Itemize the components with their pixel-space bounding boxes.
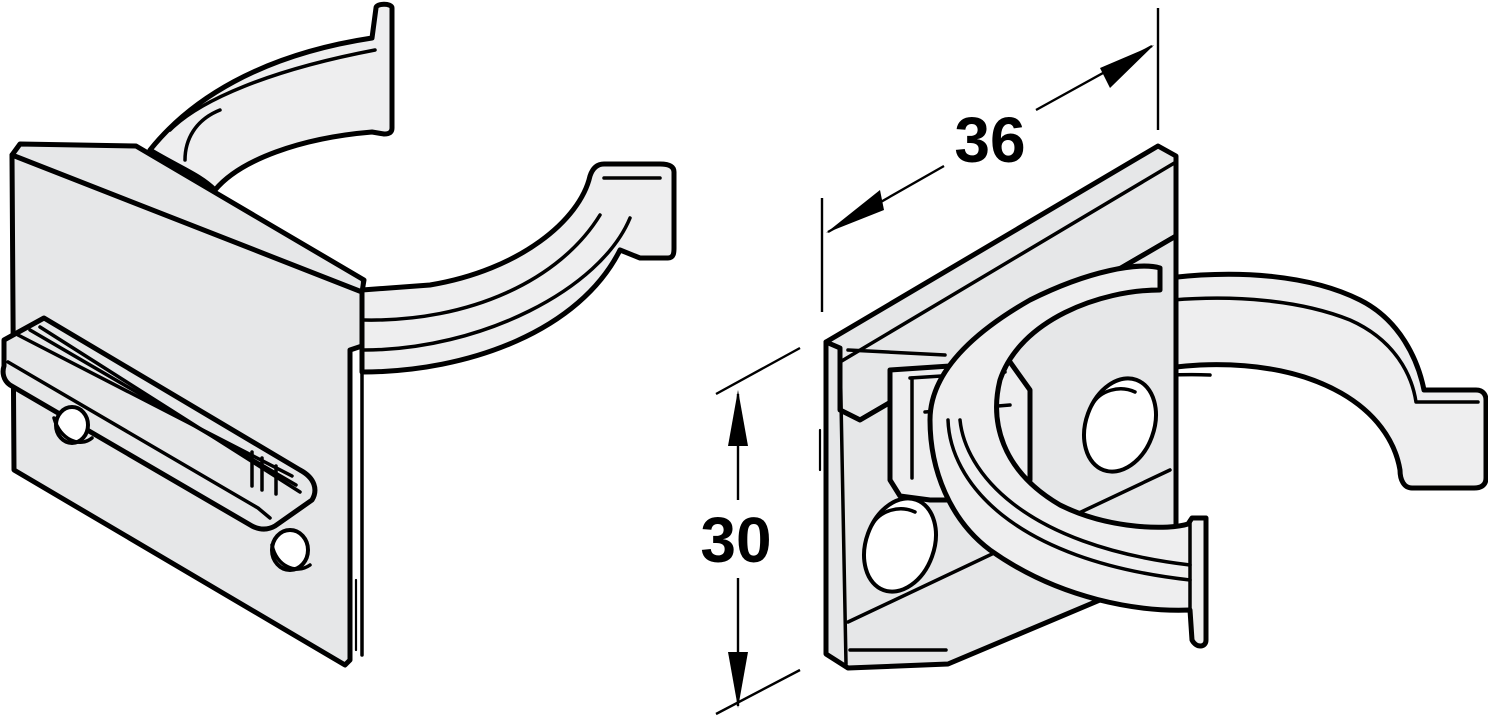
clip-arm-inner xyxy=(927,263,1209,649)
dimension-arrow-right xyxy=(1100,45,1154,88)
mounting-hole-right xyxy=(270,528,310,572)
clip-perspective-view xyxy=(818,143,1488,671)
dimension-width-label: 36 xyxy=(954,104,1025,176)
dimension-arrow-top xyxy=(728,390,748,446)
clip-arm-upper xyxy=(147,1,395,193)
mounting-hole-left xyxy=(54,405,90,445)
dimension-width: 36 xyxy=(820,8,1160,312)
dimension-arrow-left xyxy=(826,190,884,233)
slide-rail xyxy=(0,315,318,532)
dimension-height: 30 xyxy=(700,346,801,716)
dimension-height-label: 30 xyxy=(700,504,771,576)
clip-arm-lower xyxy=(359,161,677,375)
mounting-hole-upper xyxy=(1082,376,1158,474)
dimension-arrow-bottom xyxy=(728,652,748,708)
clip-front-view xyxy=(0,1,677,668)
